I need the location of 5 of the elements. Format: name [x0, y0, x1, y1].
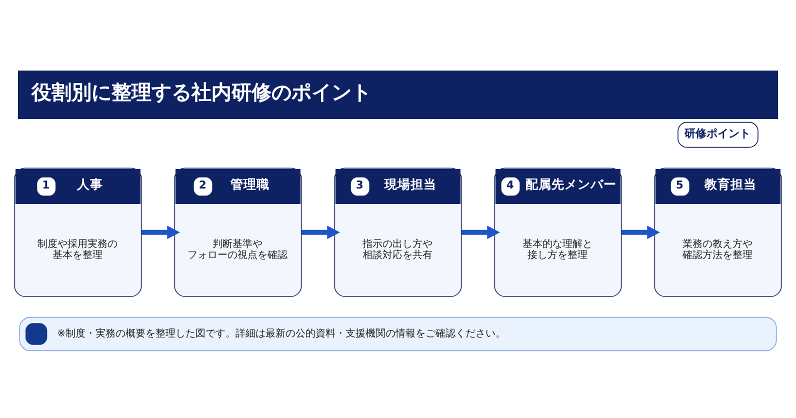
arrow [621, 226, 660, 240]
arrow [461, 226, 500, 240]
arrow [301, 226, 340, 240]
diagram-title: 役割別に整理する社内研修のポイント [31, 80, 372, 104]
arrow [141, 226, 180, 240]
